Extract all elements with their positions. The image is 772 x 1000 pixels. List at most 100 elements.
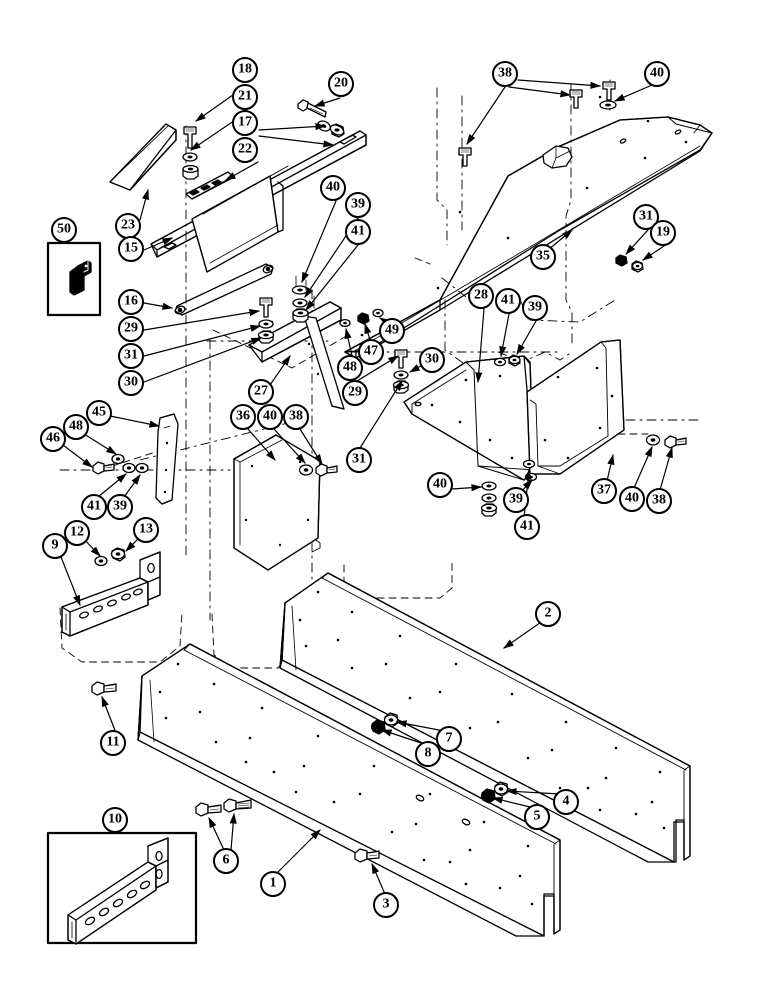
callout-15[interactable]: 15 <box>118 236 144 262</box>
callout-31[interactable]: 31 <box>346 447 372 473</box>
fastener-41-39-small <box>493 354 521 367</box>
callout-20[interactable]: 20 <box>328 71 354 97</box>
callout-37[interactable]: 37 <box>591 478 617 504</box>
callout-29[interactable]: 29 <box>342 380 368 406</box>
callout-label: 40 <box>625 490 639 506</box>
callout-31[interactable]: 31 <box>118 343 144 369</box>
part-15-side-rail <box>150 130 367 273</box>
callout-35[interactable]: 35 <box>530 244 556 270</box>
callout-41[interactable]: 41 <box>81 494 107 520</box>
callout-19[interactable]: 19 <box>650 220 676 246</box>
callout-47[interactable]: 47 <box>358 339 384 365</box>
callout-label: 29 <box>348 384 362 400</box>
callout-39[interactable]: 39 <box>503 487 529 513</box>
callout-50[interactable]: 50 <box>51 217 77 243</box>
callout-label: 48 <box>343 359 357 375</box>
fastener-40-washer-top <box>599 100 617 110</box>
part-35-top-shield <box>344 95 713 359</box>
callout-3[interactable]: 3 <box>373 892 399 918</box>
callout-49[interactable]: 49 <box>379 318 405 344</box>
callout-29[interactable]: 29 <box>118 316 144 342</box>
part-16-brace-rod <box>174 263 274 316</box>
callout-45[interactable]: 45 <box>86 400 112 426</box>
callout-22[interactable]: 22 <box>232 137 258 163</box>
callout-27[interactable]: 27 <box>248 379 274 405</box>
callout-label: 47 <box>364 343 378 359</box>
callout-4[interactable]: 4 <box>553 789 579 815</box>
callout-label: 4 <box>562 793 570 809</box>
callout-label: 45 <box>92 404 106 420</box>
callout-39[interactable]: 39 <box>522 295 548 321</box>
callout-2[interactable]: 2 <box>535 601 561 627</box>
part-36-small-panel <box>233 434 321 571</box>
callout-39[interactable]: 39 <box>107 494 133 520</box>
callout-46[interactable]: 46 <box>40 426 66 452</box>
callout-48[interactable]: 48 <box>337 355 363 381</box>
callout-30[interactable]: 30 <box>419 347 445 373</box>
callout-11[interactable]: 11 <box>100 730 126 756</box>
callout-40[interactable]: 40 <box>619 486 645 512</box>
part-23-corner-cover <box>109 123 177 191</box>
callout-label: 48 <box>69 418 83 434</box>
callout-41[interactable]: 41 <box>495 288 521 314</box>
fastener-38-bolts <box>458 81 616 167</box>
callout-40[interactable]: 40 <box>644 61 670 87</box>
callout-label: 41 <box>501 292 515 308</box>
fastener-40-39-41-lower <box>480 481 498 517</box>
callout-40[interactable]: 40 <box>257 404 283 430</box>
callout-8[interactable]: 8 <box>415 741 441 767</box>
callout-label: 6 <box>222 852 230 868</box>
inset-10-box <box>46 831 198 945</box>
callout-label: 2 <box>544 605 552 621</box>
callout-label: 19 <box>656 224 670 240</box>
callout-23[interactable]: 23 <box>115 213 141 239</box>
callout-48[interactable]: 48 <box>63 414 89 440</box>
callout-label: 40 <box>650 65 664 81</box>
callout-5[interactable]: 5 <box>524 804 550 830</box>
callout-40[interactable]: 40 <box>320 175 346 201</box>
callout-label: 15 <box>124 240 138 256</box>
callout-6[interactable]: 6 <box>213 848 239 874</box>
callout-label: 39 <box>528 299 542 315</box>
leader-lines <box>60 79 673 895</box>
callout-28[interactable]: 28 <box>468 283 494 309</box>
callout-label: 46 <box>46 430 60 446</box>
callout-36[interactable]: 36 <box>230 404 256 430</box>
callout-41[interactable]: 41 <box>514 514 540 540</box>
callout-label: 41 <box>520 518 534 534</box>
callout-label: 29 <box>124 320 138 336</box>
callout-label: 10 <box>108 811 122 827</box>
callout-10[interactable]: 10 <box>102 807 128 833</box>
callout-9[interactable]: 9 <box>42 533 68 559</box>
callout-13[interactable]: 13 <box>133 517 159 543</box>
fastener-40-38-right <box>645 434 687 449</box>
callout-label: 23 <box>121 217 135 233</box>
callout-label: 16 <box>124 293 138 309</box>
callout-label: 28 <box>474 287 488 303</box>
callout-21[interactable]: 21 <box>232 84 258 110</box>
callout-38[interactable]: 38 <box>283 404 309 430</box>
part-28-triangular-brace <box>403 355 535 481</box>
fastener-30-bolt-center <box>392 349 410 394</box>
callout-label: 3 <box>382 896 390 912</box>
part-37-rear-panel <box>526 339 625 475</box>
callout-16[interactable]: 16 <box>118 289 144 315</box>
callout-17[interactable]: 17 <box>232 110 258 136</box>
callout-1[interactable]: 1 <box>260 871 286 897</box>
callout-41[interactable]: 41 <box>345 219 371 245</box>
callout-38[interactable]: 38 <box>492 61 518 87</box>
callout-label: 27 <box>254 383 268 399</box>
callout-30[interactable]: 30 <box>118 370 144 396</box>
fastener-6-bolts <box>195 798 252 817</box>
fastener-4-5 <box>480 781 509 804</box>
callout-38[interactable]: 38 <box>646 488 672 514</box>
callout-12[interactable]: 12 <box>64 520 90 546</box>
callout-7[interactable]: 7 <box>436 726 462 752</box>
callout-40[interactable]: 40 <box>427 472 453 498</box>
callout-label: 13 <box>139 521 153 537</box>
callout-39[interactable]: 39 <box>345 192 371 218</box>
fastener-20-bolt <box>297 99 327 118</box>
callout-31[interactable]: 31 <box>633 204 659 230</box>
callout-18[interactable]: 18 <box>232 57 258 83</box>
